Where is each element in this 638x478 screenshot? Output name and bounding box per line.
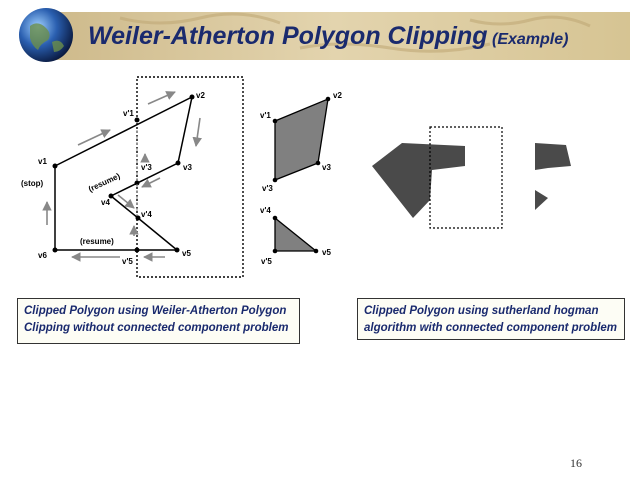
clipped-label-v3-prime: v'3 xyxy=(262,184,273,193)
caption-sutherland-hodgman: Clipped Polygon using sutherland hogman … xyxy=(357,298,625,340)
clip-window xyxy=(136,76,244,278)
page-title: Weiler-Atherton Polygon Clipping (Exampl… xyxy=(88,22,568,51)
shape-before-clip xyxy=(372,143,465,218)
clipped-label-v1-prime: v'1 xyxy=(260,111,271,120)
page-number: 16 xyxy=(570,456,582,470)
clipped-label-v4-prime: v'4 xyxy=(260,206,271,215)
globe-icon xyxy=(19,8,73,62)
traversal-arrows xyxy=(42,91,202,262)
title-main: Weiler-Atherton Polygon Clipping xyxy=(88,22,488,50)
label-v5: v5 xyxy=(182,249,191,258)
clipped-label-v5-prime: v'5 xyxy=(261,257,272,266)
label-v4: v4 xyxy=(101,198,110,207)
title-sub: (Example) xyxy=(491,31,569,48)
label-v2: v2 xyxy=(196,91,205,100)
label-v1-prime: v'1 xyxy=(123,109,134,118)
caption-weiler-atherton: Clipped Polygon using Weiler-Atherton Po… xyxy=(17,298,300,344)
label-v1: v1 xyxy=(38,157,47,166)
clipped-label-v5: v5 xyxy=(322,248,331,257)
label-resume-bottom: (resume) xyxy=(80,237,114,246)
clipped-label-v3: v3 xyxy=(322,163,331,172)
title-banner xyxy=(19,8,630,62)
label-v6: v6 xyxy=(38,251,47,260)
label-v5-prime: v'5 xyxy=(122,257,133,266)
label-stop: (stop) xyxy=(21,179,44,188)
label-resume-diagonal: (resume) xyxy=(87,171,122,194)
clipped-polygon-upper xyxy=(274,97,329,181)
clipped-polygon-lower xyxy=(274,216,318,252)
sh-clip-window xyxy=(429,126,503,229)
label-v3-prime: v'3 xyxy=(141,163,152,172)
subject-polygon xyxy=(54,95,194,251)
polygon-vertices xyxy=(52,94,195,253)
label-v3: v3 xyxy=(183,163,192,172)
shape-after-clip xyxy=(535,143,571,170)
label-v4-prime: v'4 xyxy=(141,210,152,219)
clipped-label-v2: v2 xyxy=(333,91,342,100)
shape-after-clip-fragment xyxy=(535,190,548,210)
